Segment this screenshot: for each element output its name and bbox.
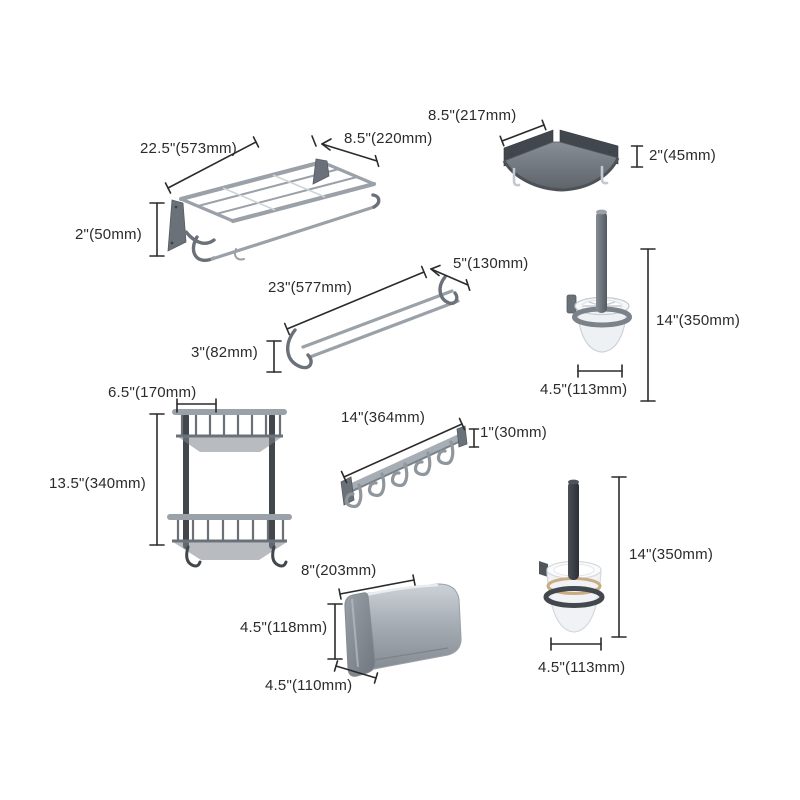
corner-basket-width-dim: [176, 398, 217, 413]
paper-holder-height-label: 4.5"(118mm): [240, 619, 328, 636]
towel-bar-depth-dim: [430, 264, 471, 291]
toilet-brush-top-image: [566, 209, 632, 353]
towel-bar-height-dim: [266, 340, 282, 373]
hook-rail-image: [340, 425, 468, 509]
paper-holder-height-dim: [327, 603, 343, 660]
corner-basket-width-label: 6.5"(170mm): [108, 384, 197, 401]
hook-rail-width-dim: [340, 417, 466, 484]
toilet-brush-bottom-height-label: 14"(350mm): [629, 546, 714, 563]
towel-bar-height-label: 3"(82mm): [191, 344, 258, 361]
hook-rail-width-label: 14"(364mm): [341, 409, 426, 426]
toilet-brush-top-width-label: 4.5"(113mm): [540, 381, 628, 398]
paper-holder-width-label: 8"(203mm): [301, 562, 377, 579]
towel-bar-width-dim: [283, 265, 428, 336]
paper-holder-depth-dim: [333, 660, 379, 684]
double-towel-bar-image: [286, 275, 460, 370]
towel-bar-depth-label: 5"(130mm): [453, 255, 529, 272]
toilet-brush-bottom-image: [539, 479, 605, 633]
corner-shelf-width-label: 8.5"(217mm): [428, 107, 517, 124]
towel-rack-height-label: 2"(50mm): [75, 226, 142, 243]
towel-rack-width-label: 22.5"(573mm): [140, 140, 237, 157]
towel-rack-depth-label: 8.5"(220mm): [344, 130, 433, 147]
paper-holder-image: [344, 583, 462, 677]
corner-shelf-width-dim: [499, 119, 547, 147]
towel-rack-height-dim: [149, 202, 165, 257]
toilet-brush-top-height-dim: [640, 248, 656, 402]
corner-basket-height-dim: [149, 413, 165, 546]
paper-holder-depth-label: 4.5"(110mm): [265, 677, 353, 694]
toilet-brush-top-width-dim: [577, 364, 623, 378]
folding-towel-rack-image: [167, 158, 381, 262]
toilet-brush-bottom-width-dim: [550, 637, 602, 651]
toilet-brush-bottom-height-dim: [611, 476, 627, 638]
corner-shelf-height-label: 2"(45mm): [649, 147, 716, 164]
toilet-brush-top-height-label: 14"(350mm): [656, 312, 741, 329]
hook-rail-height-dim: [468, 428, 480, 448]
towel-bar-width-label: 23"(577mm): [268, 279, 353, 296]
paper-holder-width-dim: [338, 574, 416, 600]
towel-rack-depth-dim: [311, 135, 380, 168]
hook-rail-height-label: 1"(30mm): [480, 424, 547, 441]
corner-shelf-image: [502, 129, 620, 192]
corner-basket-height-label: 13.5"(340mm): [49, 475, 146, 492]
corner-shelf-height-dim: [630, 145, 644, 168]
towel-rack-width-dim: [164, 136, 260, 194]
toilet-brush-bottom-width-label: 4.5"(113mm): [538, 659, 626, 676]
corner-basket-image: [167, 409, 292, 568]
